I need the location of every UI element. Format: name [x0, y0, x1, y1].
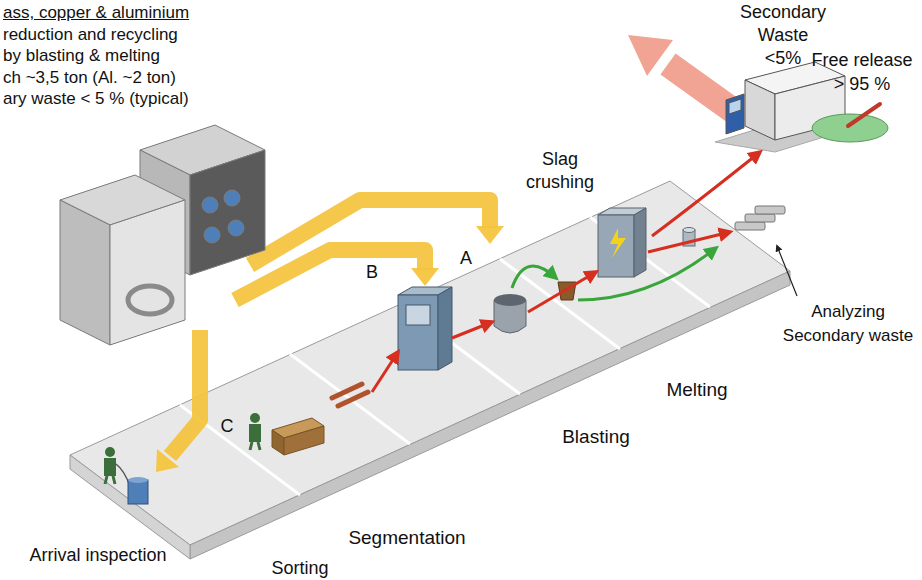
power-symbol: [610, 228, 626, 258]
worker-leg: [250, 442, 252, 450]
containers: [60, 125, 265, 345]
segmentation-station: [332, 384, 368, 406]
blasting-cabinet: [398, 287, 452, 370]
trailer-back: [745, 80, 775, 140]
route-letter: A: [460, 248, 472, 268]
free-release: [812, 104, 888, 142]
slag-flow: [512, 266, 556, 288]
note-heading: ass, copper & aluminium: [3, 2, 189, 23]
platform: [70, 181, 790, 559]
cabinet-front: [598, 215, 634, 277]
station-label: Analyzing Secondary waste: [780, 300, 916, 348]
flow-head: [156, 449, 179, 472]
second-cabinet: [598, 208, 646, 277]
container-front: [110, 200, 185, 345]
output-label: Free release > 95 %: [806, 48, 918, 96]
cabinet-side: [634, 208, 646, 277]
route-letter: C: [221, 416, 234, 436]
drum: [202, 197, 218, 213]
leader-line: [777, 246, 797, 296]
flow-head: [476, 226, 504, 244]
station-label: Blasting: [562, 426, 630, 448]
cabinet-front: [398, 295, 438, 370]
worker-head: [105, 447, 115, 457]
platform-top: [70, 181, 790, 545]
note-line: by blasting & melting: [3, 45, 160, 66]
worker-body: [249, 424, 261, 442]
note-line: ary waste < 5 % (typical): [3, 88, 189, 109]
pipe-piece: [338, 392, 368, 406]
waste-flow: [652, 152, 760, 236]
worker-leg: [105, 476, 107, 484]
route-letter: B: [366, 262, 378, 282]
station-label: Melting: [666, 379, 727, 401]
metal-flow: [452, 322, 492, 338]
station-label: Sorting: [271, 558, 328, 578]
truck-cab: [726, 94, 744, 134]
metal-flow: [648, 232, 730, 252]
metal-flow: [528, 272, 596, 312]
drum: [228, 220, 244, 236]
station-label: Slag crushing: [526, 148, 594, 194]
note-line: reduction and recycling: [3, 24, 178, 45]
container-side: [60, 200, 110, 345]
ingot: [755, 206, 785, 214]
waste-export: [628, 35, 735, 112]
worker-head: [250, 413, 260, 423]
cab-window: [729, 99, 741, 114]
metal-flow: [372, 352, 398, 392]
worker-leg: [258, 442, 260, 450]
drum: [128, 480, 148, 504]
export-arrow-head: [628, 35, 673, 76]
spectrometer-top: [683, 228, 695, 233]
drum: [224, 190, 240, 206]
slag-flow: [578, 248, 716, 300]
note-line: ch ~3,5 ton (Al. ~2 ton): [3, 67, 176, 88]
cabinet-window: [406, 305, 430, 325]
worker-leg: [113, 476, 115, 484]
worker-body: [104, 458, 116, 476]
platform-end: [70, 455, 190, 559]
export-arrow: [668, 64, 735, 112]
flow-head: [411, 268, 439, 286]
arrival-station: [104, 447, 148, 504]
sorting-station: [249, 413, 324, 455]
ingot: [735, 222, 765, 230]
yellow-flows: [170, 200, 490, 456]
container-open-door: [190, 150, 265, 275]
furnace-top: [494, 294, 526, 306]
crate-side: [272, 430, 284, 455]
release-disk: [812, 114, 888, 142]
pipe-coil: [128, 286, 172, 314]
crate-front: [284, 426, 324, 455]
cabinet-side: [438, 287, 452, 370]
station-label: Arrival inspection: [29, 545, 166, 565]
station-label: Segmentation: [348, 527, 465, 549]
drum-top: [128, 477, 148, 483]
platform-front: [190, 271, 790, 559]
flow-band: [170, 330, 200, 456]
ingot: [745, 214, 775, 222]
drum: [204, 227, 220, 243]
release-marker: [848, 104, 880, 126]
flow-band: [235, 250, 425, 300]
